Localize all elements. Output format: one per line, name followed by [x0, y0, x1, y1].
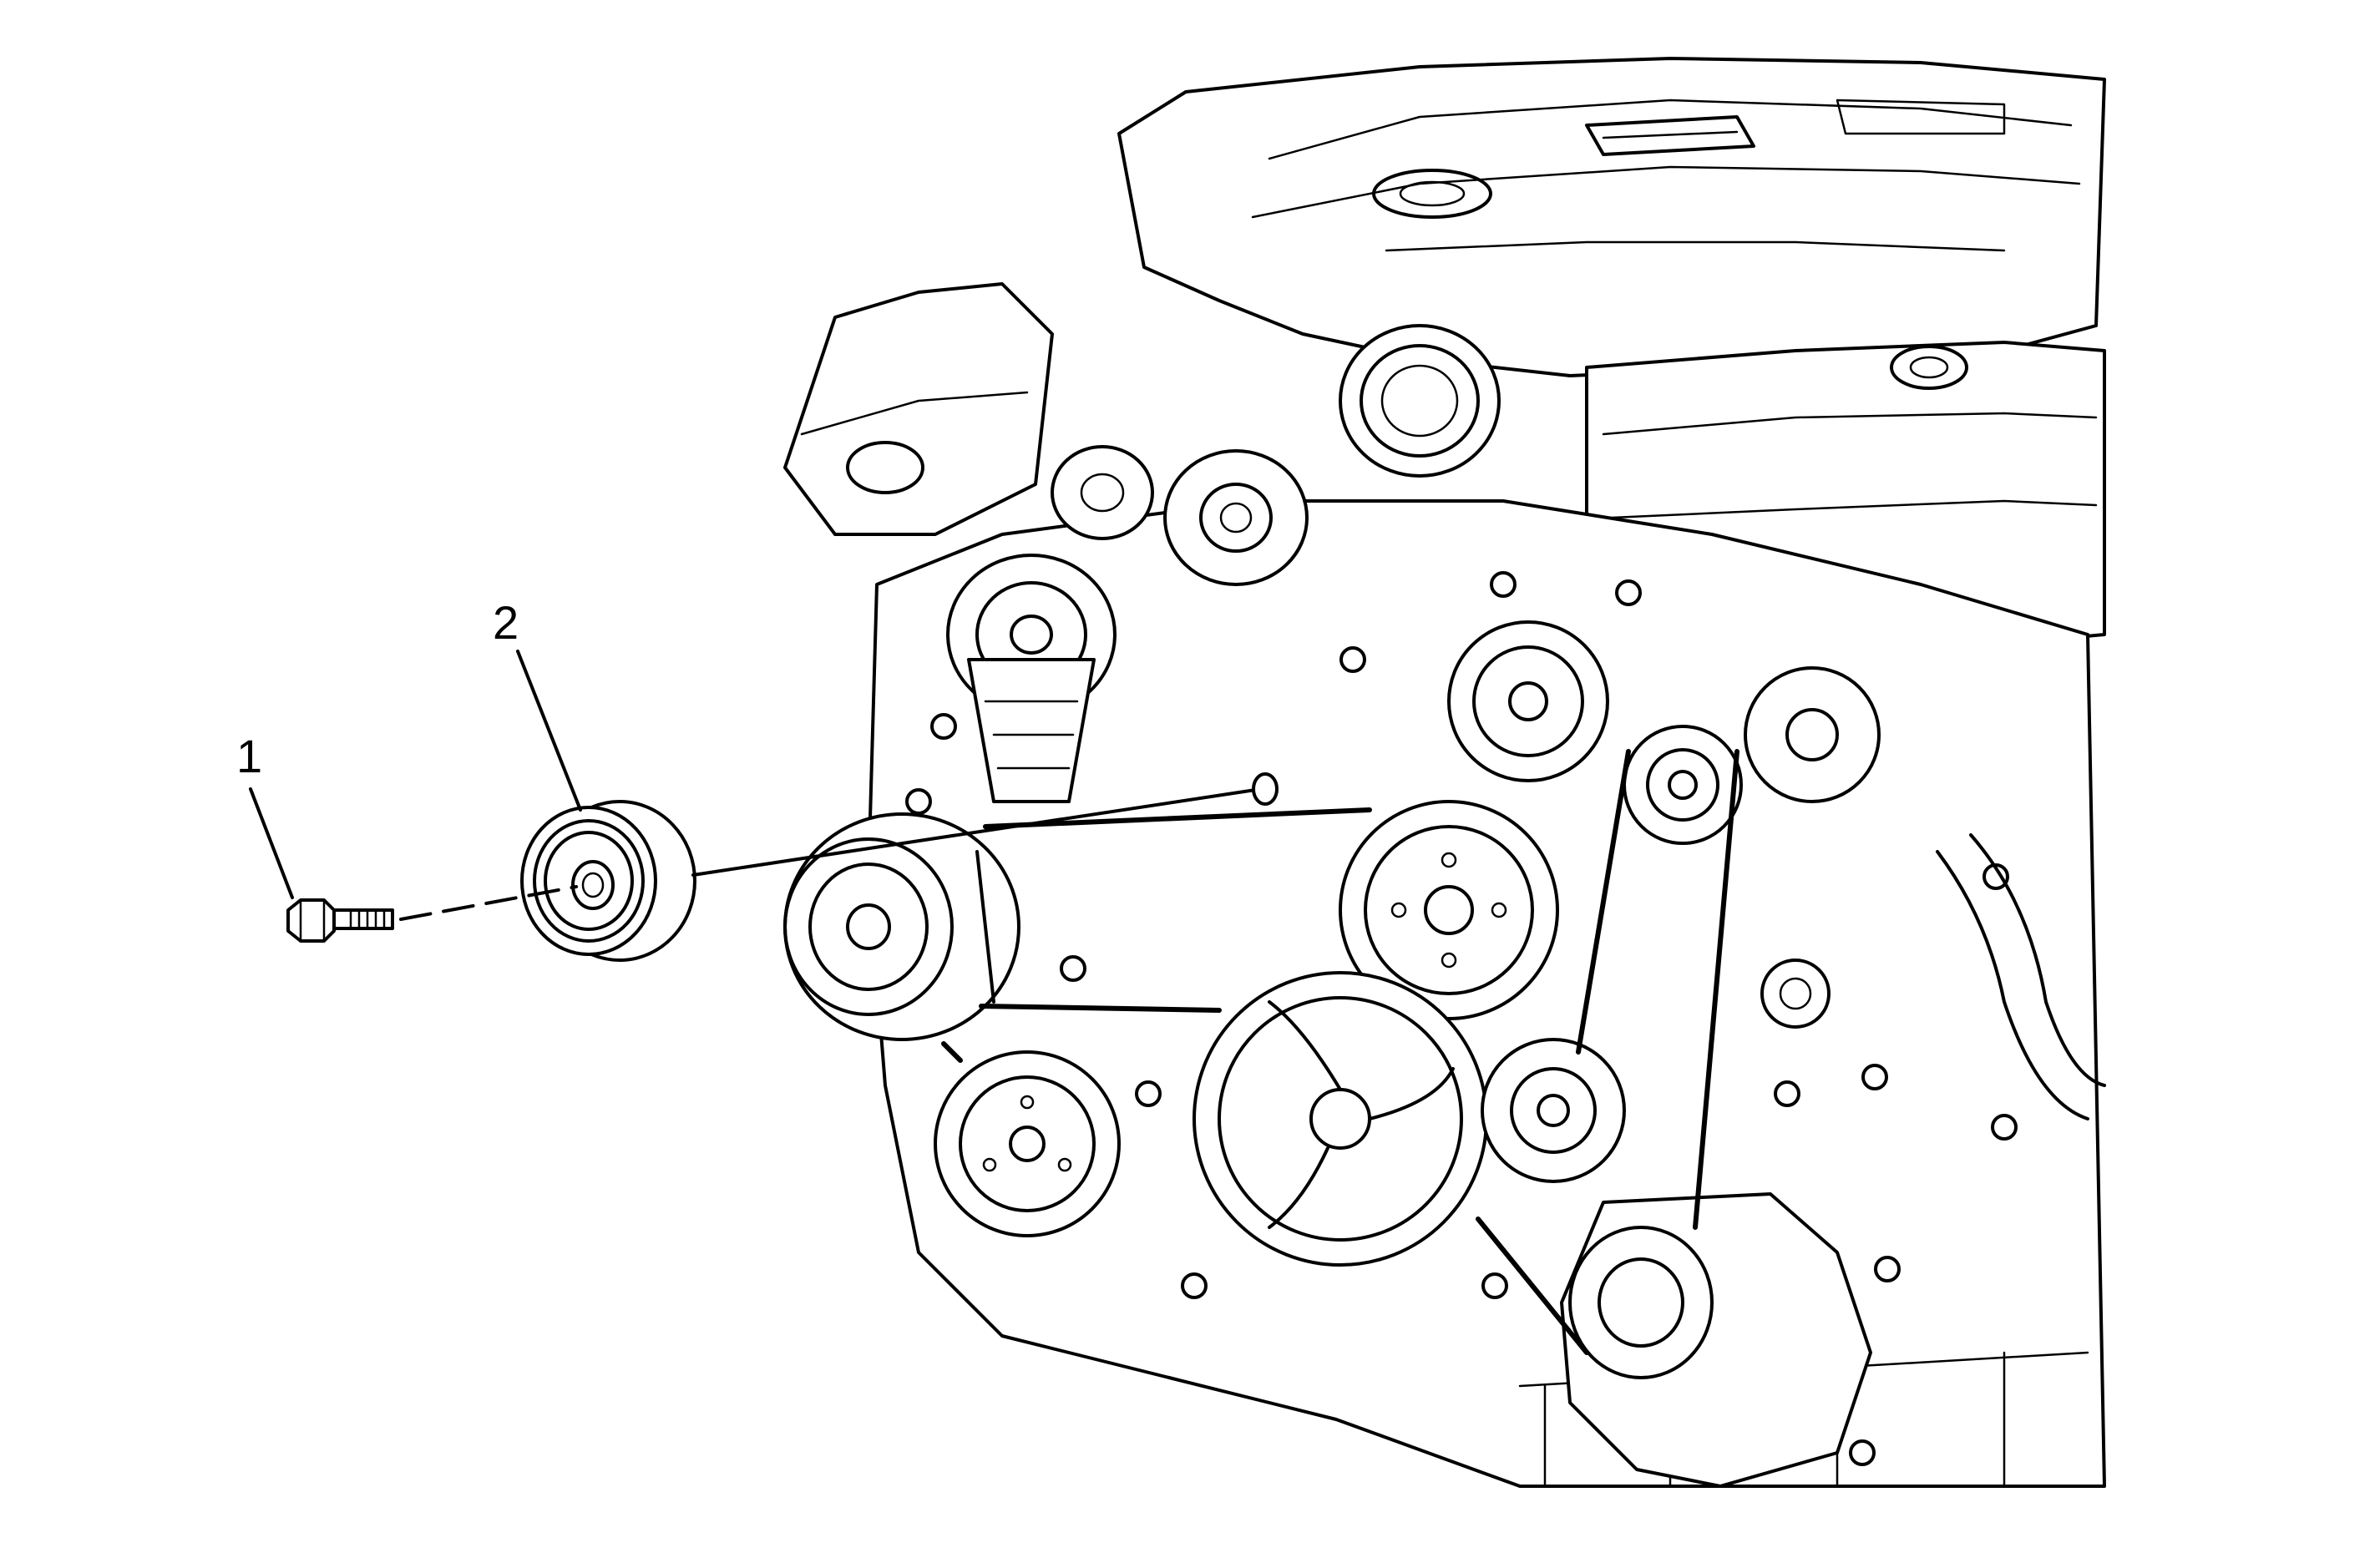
engine-cover: [1117, 57, 2106, 377]
crankshaft-balancer: [1193, 971, 1488, 1267]
assembly-lines: [399, 772, 1279, 921]
mounting-bolts: [905, 571, 2018, 1466]
water-outlet: [1339, 324, 1501, 478]
drive-belt: [941, 749, 1739, 1355]
callout-1: 1: [236, 730, 294, 899]
idler-pulley-bolt: [286, 898, 394, 943]
left-cylinder-head: [783, 282, 1054, 536]
upper-tensioner-pulley: [946, 554, 1117, 803]
generator-pulley: [783, 812, 1020, 1041]
right-side-hoses: [1760, 833, 2106, 1120]
idler-pulley: [520, 800, 696, 962]
power-steering-pulley: [1447, 620, 1609, 782]
cam-sensor: [1051, 445, 1309, 586]
generator-body: [1560, 1192, 1872, 1488]
ac-compressor: [934, 1050, 1121, 1237]
callout-2-label: 2: [493, 596, 519, 649]
right-belt-idler: [1623, 725, 1743, 845]
engine-assembly: [783, 57, 2106, 1488]
callout-2: 2: [493, 596, 582, 812]
callout-1-label: 1: [236, 730, 262, 782]
lower-idler-pulley: [1481, 1038, 1626, 1183]
upper-right-idler: [1744, 666, 1881, 803]
